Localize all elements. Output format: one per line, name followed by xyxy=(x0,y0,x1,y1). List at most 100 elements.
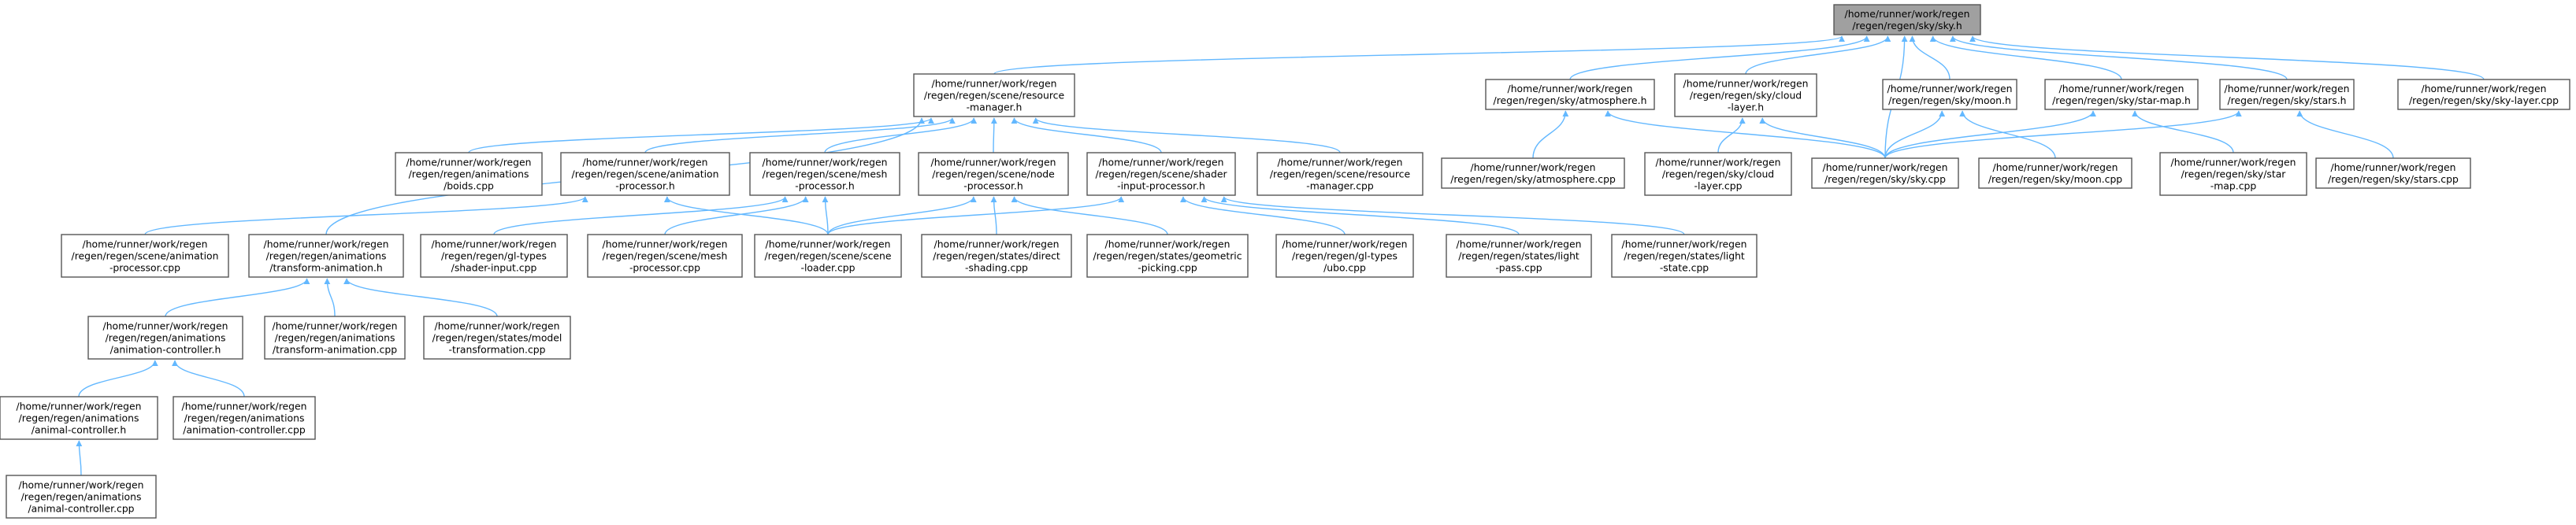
graph-node-shader-input-processor-h[interactable]: /home/runner/work/regen/regen/regen/scen… xyxy=(1086,152,1236,196)
edge-animation-processor-h-to-resource-manager-h xyxy=(644,117,956,153)
edge-scene-loader-cpp-to-animation-processor-h xyxy=(663,196,829,235)
node-box xyxy=(749,152,900,196)
node-label-line: /regen/regen/sky/atmosphere.h xyxy=(1494,94,1647,106)
node-label-line: /home/runner/work/regen xyxy=(83,238,208,250)
node-label-line: -state.cpp xyxy=(1660,262,1709,274)
edge-node-processor-h-to-resource-manager-h xyxy=(990,117,997,153)
node-label-line: -transformation.cpp xyxy=(448,344,545,356)
node-label-line: /regen/regen/scene/scene xyxy=(764,250,891,262)
node-label-line: /home/runner/work/regen xyxy=(273,320,398,332)
graph-node-cloud-layer-h[interactable]: /home/runner/work/regen/regen/regen/sky/… xyxy=(1674,73,1817,117)
node-label-line: /home/runner/work/regen xyxy=(1823,161,1948,173)
node-label-line: /shader-input.cpp xyxy=(451,262,537,274)
graph-node-atmosphere-h[interactable]: /home/runner/work/regen/regen/regen/sky/… xyxy=(1485,79,1655,110)
graph-node-geometric-picking-cpp[interactable]: /home/runner/work/regen/regen/regen/stat… xyxy=(1086,234,1249,278)
node-box xyxy=(1256,152,1423,196)
edge-animation-controller-cpp-to-animation-controller-h xyxy=(172,360,245,397)
graph-node-star-map-h[interactable]: /home/runner/work/regen/regen/regen/sky/… xyxy=(2044,79,2199,110)
node-label-line: /regen/regen/sky/stars.cpp xyxy=(2328,173,2459,185)
graph-node-light-pass-cpp[interactable]: /home/runner/work/regen/regen/regen/stat… xyxy=(1446,234,1592,278)
node-label-line: /regen/regen/animations xyxy=(21,491,142,503)
node-box xyxy=(587,234,743,278)
node-label-line: /regen/regen/animations xyxy=(19,412,139,424)
node-label-line: /home/runner/work/regen xyxy=(2059,83,2184,94)
graph-node-animal-controller-cpp[interactable]: /home/runner/work/regen/regen/regen/anim… xyxy=(6,475,157,519)
node-label-line: /home/runner/work/regen xyxy=(264,238,389,250)
node-box xyxy=(6,475,157,519)
graph-node-moon-h[interactable]: /home/runner/work/regen/regen/regen/sky/… xyxy=(1882,79,2017,110)
edge-animation-controller-h-to-transform-animation-h xyxy=(165,278,310,317)
node-label-line: /home/runner/work/regen xyxy=(2171,157,2296,168)
edge-animation-processor-cpp-to-animation-processor-h xyxy=(144,196,588,235)
node-box xyxy=(754,234,902,278)
node-label-line: -manager.h xyxy=(967,102,1023,113)
node-label-line: /regen/regen/sky/atmosphere.cpp xyxy=(1450,173,1616,185)
graph-node-scene-loader-cpp[interactable]: /home/runner/work/regen/regen/regen/scen… xyxy=(754,234,902,278)
graph-node-sky-cpp[interactable]: /home/runner/work/regen/regen/regen/sky/… xyxy=(1811,157,1959,189)
graph-node-model-transformation-cpp[interactable]: /home/runner/work/regen/regen/regen/stat… xyxy=(423,316,571,360)
node-label-line: /transform-animation.cpp xyxy=(273,344,397,356)
edge-resource-manager-cpp-to-resource-manager-h xyxy=(1032,117,1341,153)
edge-mesh-processor-cpp-to-mesh-processor-h xyxy=(664,196,809,235)
graph-node-moon-cpp[interactable]: /home/runner/work/regen/regen/regen/sky/… xyxy=(1978,157,2132,189)
node-label-line: /regen/regen/sky/moon.cpp xyxy=(1988,173,2122,185)
graph-node-direct-shading-cpp[interactable]: /home/runner/work/regen/regen/regen/stat… xyxy=(921,234,1072,278)
node-box xyxy=(87,316,243,360)
node-label-line: /regen/regen/scene/resource xyxy=(1270,168,1410,180)
node-label-line: -map.cpp xyxy=(2210,180,2257,192)
edge-stars-h-to-sky-h xyxy=(1949,35,2288,80)
graph-node-transform-animation-cpp[interactable]: /home/runner/work/regen/regen/regen/anim… xyxy=(264,316,406,360)
node-layer: /home/runner/work/regen/regen/regen/sky/… xyxy=(0,4,2570,519)
node-label-line: /regen/regen/states/direct xyxy=(933,250,1060,262)
node-label-line: /regen/regen/animations xyxy=(275,332,395,344)
graph-node-animation-controller-h[interactable]: /home/runner/work/regen/regen/regen/anim… xyxy=(87,316,243,360)
node-label-line: /regen/regen/animations xyxy=(184,412,305,424)
graph-node-mesh-processor-h[interactable]: /home/runner/work/regen/regen/regen/scen… xyxy=(749,152,900,196)
graph-node-mesh-processor-cpp[interactable]: /home/runner/work/regen/regen/regen/scen… xyxy=(587,234,743,278)
node-label-line: /home/runner/work/regen xyxy=(934,238,1060,250)
graph-node-animal-controller-h[interactable]: /home/runner/work/regen/regen/regen/anim… xyxy=(0,396,158,440)
graph-node-stars-h[interactable]: /home/runner/work/regen/regen/regen/sky/… xyxy=(2219,79,2355,110)
node-label-line: /regen/regen/scene/animation xyxy=(72,250,219,262)
edge-resource-manager-h-to-sky-h xyxy=(993,35,1845,75)
node-label-line: -pass.cpp xyxy=(1495,262,1542,274)
node-label-line: -shading.cpp xyxy=(965,262,1028,274)
graph-node-transform-animation-h[interactable]: /home/runner/work/regen/regen/regen/anim… xyxy=(248,234,404,278)
node-box xyxy=(560,152,730,196)
node-label-line: /regen/regen/sky/sky.h xyxy=(1852,20,1962,31)
graph-node-shader-input-cpp[interactable]: /home/runner/work/regen/regen/regen/gl-t… xyxy=(420,234,568,278)
node-label-line: -manager.cpp xyxy=(1306,180,1374,192)
node-label-line: /home/runner/work/regen xyxy=(1282,238,1408,250)
edge-mesh-processor-h-to-resource-manager-h xyxy=(824,117,978,153)
node-label-line: /home/runner/work/regen xyxy=(2225,83,2350,94)
node-label-line: /home/runner/work/regen xyxy=(1457,238,1582,250)
graph-node-animation-processor-h[interactable]: /home/runner/work/regen/regen/regen/scen… xyxy=(560,152,730,196)
edge-moon-h-to-sky-h xyxy=(1909,35,1951,80)
graph-node-ubo-cpp[interactable]: /home/runner/work/regen/regen/regen/gl-t… xyxy=(1275,234,1414,278)
graph-node-boids-cpp[interactable]: /home/runner/work/regen/regen/regen/anim… xyxy=(395,152,543,196)
node-label-line: /regen/regen/states/geometric xyxy=(1093,250,1242,262)
graph-node-cloud-layer-cpp[interactable]: /home/runner/work/regen/regen/regen/sky/… xyxy=(1644,152,1792,196)
node-label-line: /regen/regen/scene/animation xyxy=(572,168,719,180)
node-box xyxy=(1611,234,1758,278)
graph-node-node-processor-h[interactable]: /home/runner/work/regen/regen/regen/scen… xyxy=(918,152,1069,196)
graph-node-sky-layer-cpp[interactable]: /home/runner/work/regen/regen/regen/sky/… xyxy=(2397,79,2570,110)
node-label-line: /home/runner/work/regen xyxy=(1845,8,1970,20)
graph-node-light-state-cpp[interactable]: /home/runner/work/regen/regen/regen/stat… xyxy=(1611,234,1758,278)
graph-node-animation-processor-cpp[interactable]: /home/runner/work/regen/regen/regen/scen… xyxy=(61,234,229,278)
node-box xyxy=(0,396,158,440)
node-label-line: /home/runner/work/regen xyxy=(1508,83,1633,94)
node-label-line: -processor.h xyxy=(963,180,1023,192)
graph-node-resource-manager-cpp[interactable]: /home/runner/work/regen/regen/regen/scen… xyxy=(1256,152,1423,196)
graph-node-star-map-cpp[interactable]: /home/runner/work/regen/regen/regen/sky/… xyxy=(2159,152,2307,196)
graph-node-stars-cpp[interactable]: /home/runner/work/regen/regen/regen/sky/… xyxy=(2315,157,2471,189)
graph-node-atmosphere-cpp[interactable]: /home/runner/work/regen/regen/regen/sky/… xyxy=(1441,157,1625,189)
graph-node-resource-manager-h[interactable]: /home/runner/work/regen/regen/regen/scen… xyxy=(913,73,1075,117)
edge-shader-input-processor-h-to-resource-manager-h xyxy=(1011,117,1162,153)
graph-node-animation-controller-cpp[interactable]: /home/runner/work/regen/regen/regen/anim… xyxy=(173,396,316,440)
node-label-line: /home/runner/work/regen xyxy=(1656,157,1781,168)
edge-star-map-h-to-sky-h xyxy=(1929,35,2122,80)
edge-scene-loader-cpp-to-shader-input-processor-h xyxy=(827,196,1125,235)
node-label-line: /home/runner/work/regen xyxy=(1993,161,2118,173)
